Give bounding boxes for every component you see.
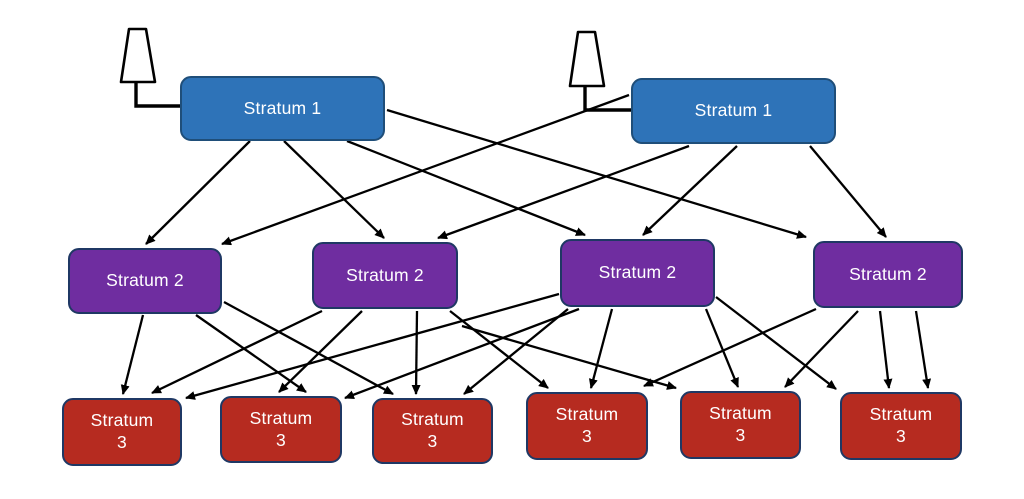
- node-label: Stratum 2: [346, 264, 424, 285]
- edge-s2b-s3a: [151, 309, 323, 395]
- edge-s2a-s3b: [195, 314, 307, 393]
- edge-s1b-s2d: [809, 145, 887, 238]
- edge-s2d-s3f: [878, 310, 893, 389]
- edge-s1a-s2d: [386, 108, 807, 239]
- edge-s2c-s3e: [704, 308, 740, 388]
- edge-s2b-s3d: [449, 310, 549, 389]
- node-stratum2-b: Stratum 2: [312, 242, 458, 309]
- node-stratum3-a: Stratum 3: [62, 398, 182, 466]
- node-stratum3-d: Stratum 3: [526, 392, 648, 460]
- node-label: 3: [896, 426, 906, 446]
- node-label: 3: [276, 429, 286, 450]
- node-label: Stratum: [401, 409, 464, 430]
- edge-s1b-s2b: [437, 144, 690, 240]
- edge-s2c-s3f: [715, 296, 837, 390]
- node-stratum3-f: Stratum 3: [840, 392, 962, 460]
- node-stratum3-b: Stratum 3: [220, 396, 342, 463]
- edge-s2c-s3c: [463, 308, 569, 395]
- edge-s2a-s3a: [120, 314, 145, 395]
- edge-s1a-s2a: [145, 140, 251, 245]
- node-label: Stratum 2: [106, 270, 184, 291]
- node-stratum2-d: Stratum 2: [813, 241, 963, 308]
- edge-s2d-s3f: [914, 310, 932, 389]
- node-stratum1-a: Stratum 1: [180, 76, 385, 141]
- node-label: 3: [582, 426, 592, 446]
- edge-s1b-s2c: [642, 145, 738, 236]
- edge-s1a-s2c: [346, 139, 586, 237]
- node-label: 3: [427, 431, 438, 451]
- node-label: Stratum: [90, 410, 154, 431]
- node-stratum3-c: Stratum 3: [372, 398, 493, 464]
- edge-s2c-s3b: [344, 307, 580, 400]
- node-stratum3-e: Stratum 3: [680, 391, 801, 459]
- node-label: 3: [735, 425, 746, 445]
- node-stratum2-a: Stratum 2: [68, 248, 222, 314]
- node-stratum2-c: Stratum 2: [560, 239, 715, 307]
- antenna-icon: [568, 30, 632, 112]
- node-stratum1-b: Stratum 1: [631, 78, 836, 144]
- node-label: Stratum 2: [849, 263, 927, 284]
- edge-s1a-s2b: [283, 140, 385, 239]
- edge-s2b-s3e: [461, 324, 677, 390]
- node-label: Stratum: [249, 407, 313, 428]
- edge-s2c-s3d: [588, 308, 614, 389]
- node-label: Stratum 1: [243, 97, 322, 118]
- node-label: Stratum: [709, 403, 772, 424]
- node-label: Stratum 1: [694, 100, 773, 121]
- edge-s2d-s3e: [784, 310, 859, 388]
- edge-s2b-s3b: [278, 310, 363, 393]
- node-label: 3: [117, 432, 127, 452]
- edge-s2c-s3a: [185, 292, 560, 400]
- node-label: Stratum 2: [598, 262, 677, 283]
- edge-s2b-s3c: [411, 310, 421, 395]
- antenna-icon: [119, 27, 181, 108]
- node-label: Stratum: [869, 404, 933, 425]
- node-label: Stratum: [555, 404, 619, 425]
- edge-s1b-s2a: [221, 93, 630, 246]
- edge-s2d-s3d: [643, 307, 817, 388]
- edge-s2a-s3c: [223, 300, 394, 396]
